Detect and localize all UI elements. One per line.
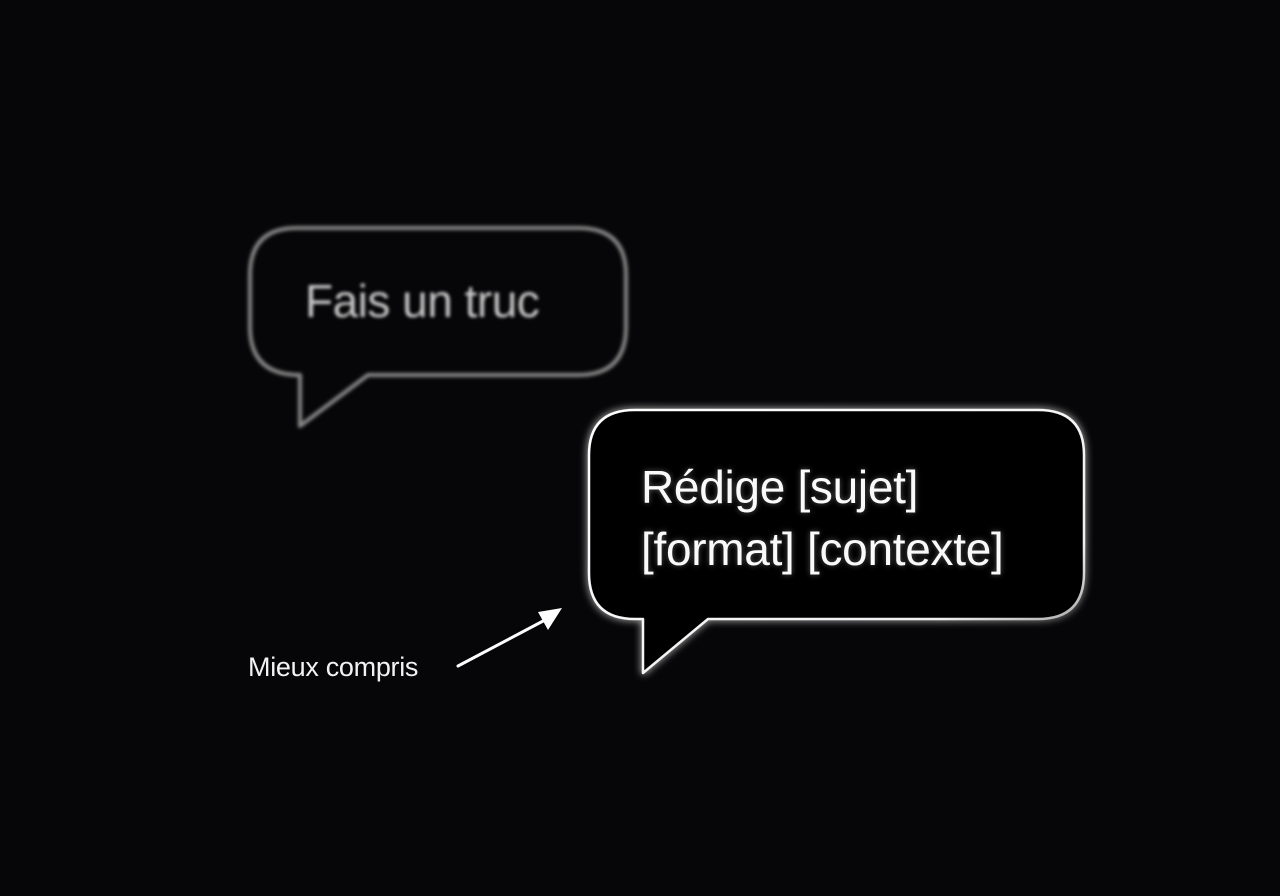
precise-bubble-text: Rédige [sujet] [format] [contexte] xyxy=(641,456,1004,580)
arrow-up-right-icon xyxy=(456,608,562,668)
annotation-label: Mieux compris xyxy=(248,652,419,682)
precise-line-2: [format] [contexte] xyxy=(641,523,1004,575)
vague-bubble-text: Fais un truc xyxy=(305,275,540,327)
vague-speech-bubble xyxy=(248,226,628,428)
precise-speech-bubble xyxy=(587,408,1086,675)
precise-line-1: Rédige [sujet] xyxy=(641,461,919,513)
